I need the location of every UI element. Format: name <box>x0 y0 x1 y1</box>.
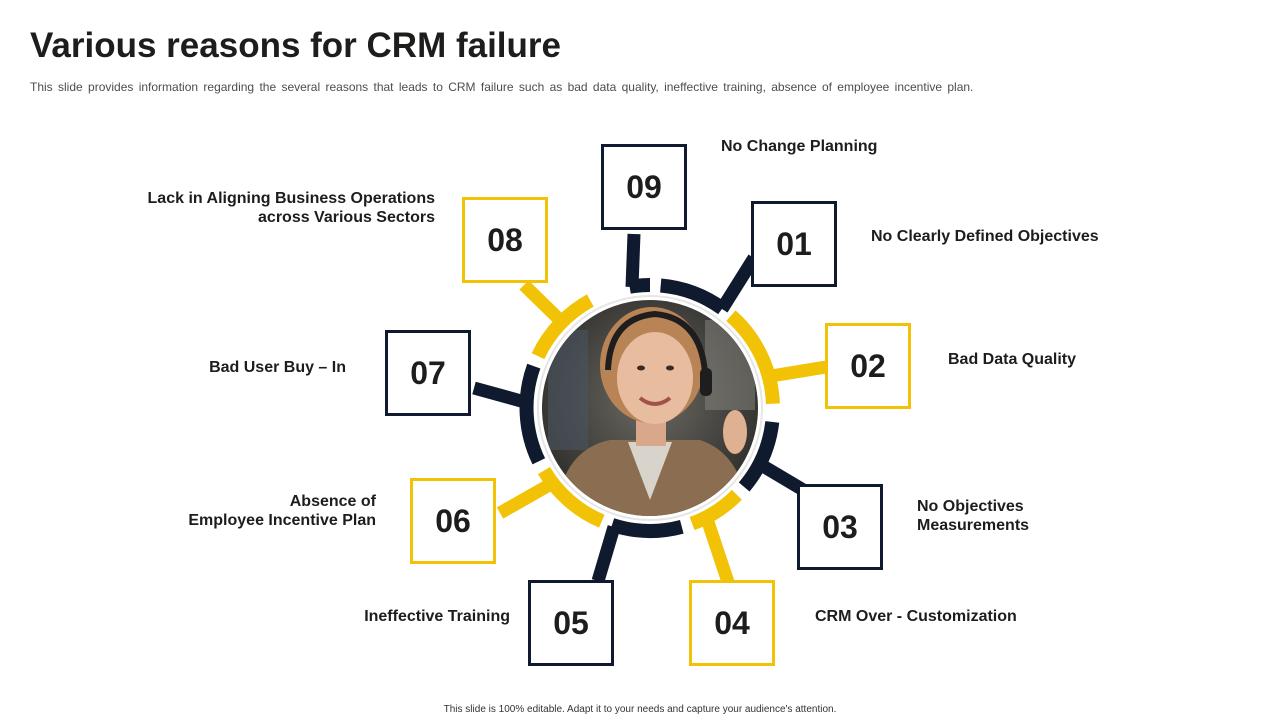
number-box-03: 03 <box>797 484 883 570</box>
number-box-01: 01 <box>751 201 837 287</box>
ring-segment-04 <box>689 489 742 531</box>
connector-07 <box>472 381 534 411</box>
connector-04 <box>701 519 735 585</box>
number-box-02: 02 <box>825 323 911 409</box>
label-08-line1: Lack in Aligning Business Operations <box>147 190 435 207</box>
label-03-line1: No Objectives <box>917 498 1024 515</box>
footer-note: This slide is 100% editable. Adapt it to… <box>443 704 837 715</box>
page-title: Various reasons for CRM failure <box>30 26 561 65</box>
ring-segment-03 <box>738 420 780 492</box>
connectors <box>472 233 828 585</box>
number-box-05: 05 <box>528 580 614 666</box>
connector-05 <box>591 525 621 583</box>
ring-segment-05 <box>609 518 684 538</box>
label-07: Bad User Buy – In <box>209 359 346 376</box>
connector-09 <box>625 233 641 288</box>
number-box-09: 09 <box>601 144 687 230</box>
connector-01 <box>716 254 760 313</box>
label-06-line1: Absence of <box>289 493 376 510</box>
number-box-04: 04 <box>689 580 775 666</box>
ring-segment-02 <box>726 310 780 405</box>
connector-08 <box>519 280 570 330</box>
label-08-line2: across Various Sectors <box>258 209 435 226</box>
number-box-06: 06 <box>410 478 496 564</box>
label-05: Ineffective Training <box>364 608 510 625</box>
ring-segment-06 <box>537 466 605 528</box>
number-box-08: 08 <box>462 197 548 283</box>
label-09: No Change Planning <box>721 138 878 155</box>
connector-06 <box>496 478 555 519</box>
label-03-line2: Measurements <box>917 517 1030 534</box>
page-subtitle: This slide provides information regardin… <box>30 80 974 94</box>
ring-segment-07 <box>519 363 546 465</box>
label-02: Bad Data Quality <box>948 351 1077 368</box>
number-box-07: 07 <box>385 330 471 416</box>
connector-02 <box>763 360 828 384</box>
label-04: CRM Over - Customization <box>815 608 1017 625</box>
label-06-line2: Employee Incentive Plan <box>188 512 376 529</box>
label-03: No Objectives Measurements <box>917 497 1029 535</box>
label-08: Lack in Aligning Business Operations acr… <box>148 189 435 227</box>
label-06: Absence of Employee Incentive Plan <box>188 492 376 530</box>
label-01: No Clearly Defined Objectives <box>871 228 1099 245</box>
